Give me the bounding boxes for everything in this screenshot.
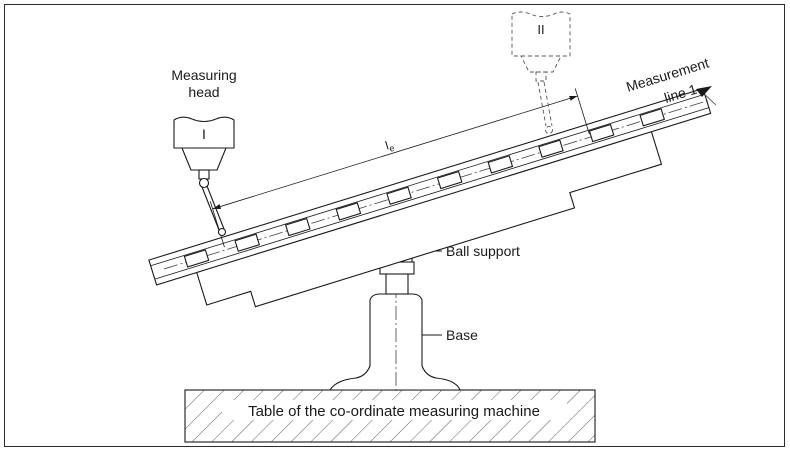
head-one-label: I xyxy=(202,126,206,142)
head-two-label: II xyxy=(537,22,544,37)
carrier-body xyxy=(194,127,663,308)
diagram-frame xyxy=(4,4,785,447)
ball-support-label: Ball support xyxy=(446,243,520,259)
support-column xyxy=(379,261,415,295)
machine-table: Table of the co-ordinate measuring machi… xyxy=(184,389,596,443)
length-symbol: l xyxy=(384,138,391,152)
measuring-head-two: II xyxy=(511,11,571,134)
measuring-head-one: Measuring head I xyxy=(171,67,237,237)
measuring-head-label-1: Measuring xyxy=(171,67,236,83)
table-label: Table of the co-ordinate measuring machi… xyxy=(248,403,540,420)
ball-bar-assembly: le xyxy=(148,87,712,308)
ball-seats xyxy=(183,108,666,268)
length-dimension xyxy=(212,95,578,210)
length-subscript: e xyxy=(388,143,396,154)
length-label: le xyxy=(384,137,396,155)
measuring-head-label-2: head xyxy=(188,84,219,100)
base-label: Base xyxy=(446,327,478,343)
